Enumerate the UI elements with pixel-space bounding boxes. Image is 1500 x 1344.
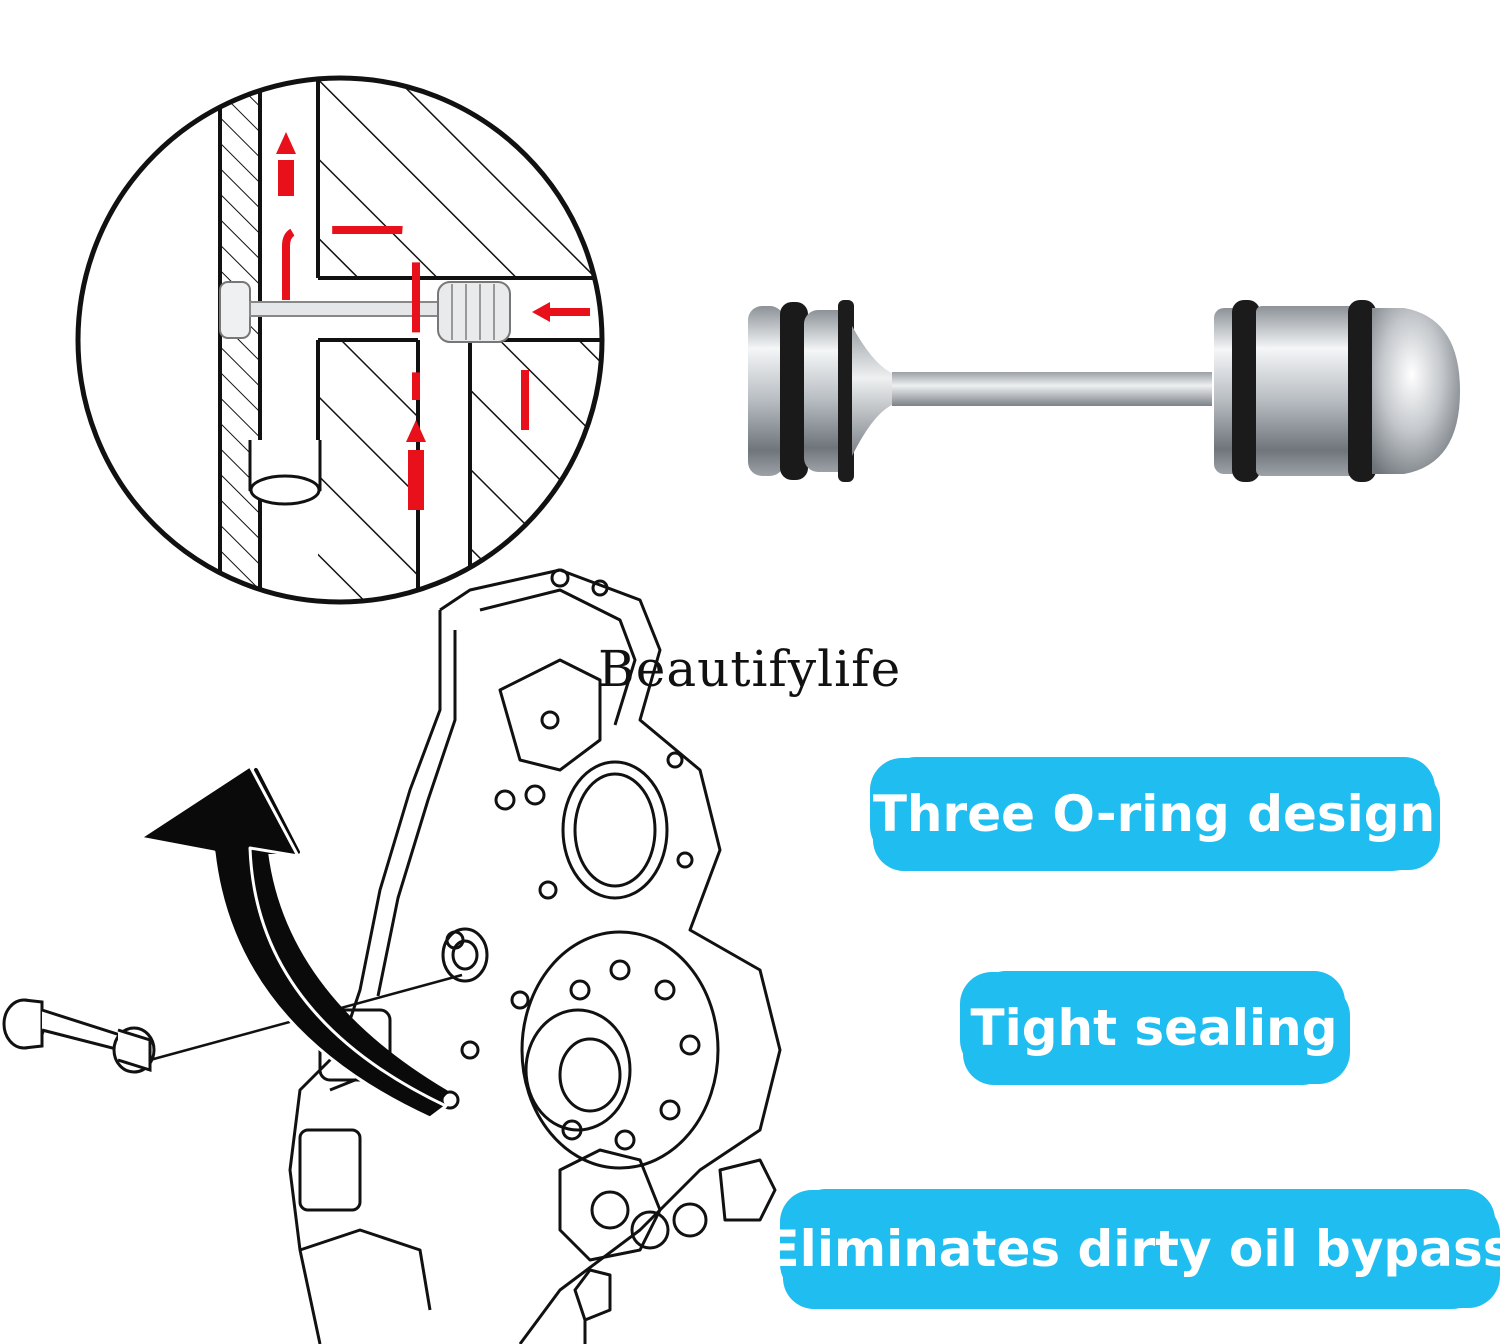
engine-front-cover-drawing-icon	[2, 568, 782, 1344]
feature-badge-three-o-ring: Three O-ring design	[873, 762, 1435, 866]
brand-watermark: Beautifylife	[598, 640, 902, 698]
feature-badge-eliminates-bypass: Eliminates dirty oil bypass	[766, 1194, 1500, 1304]
feature-badge-tight-sealing: Tight sealing	[966, 976, 1342, 1080]
curved-black-arrow-icon	[138, 766, 448, 1120]
cross-section-detail-icon	[75, 75, 605, 605]
bypass-valve-pin-icon	[748, 300, 1460, 482]
